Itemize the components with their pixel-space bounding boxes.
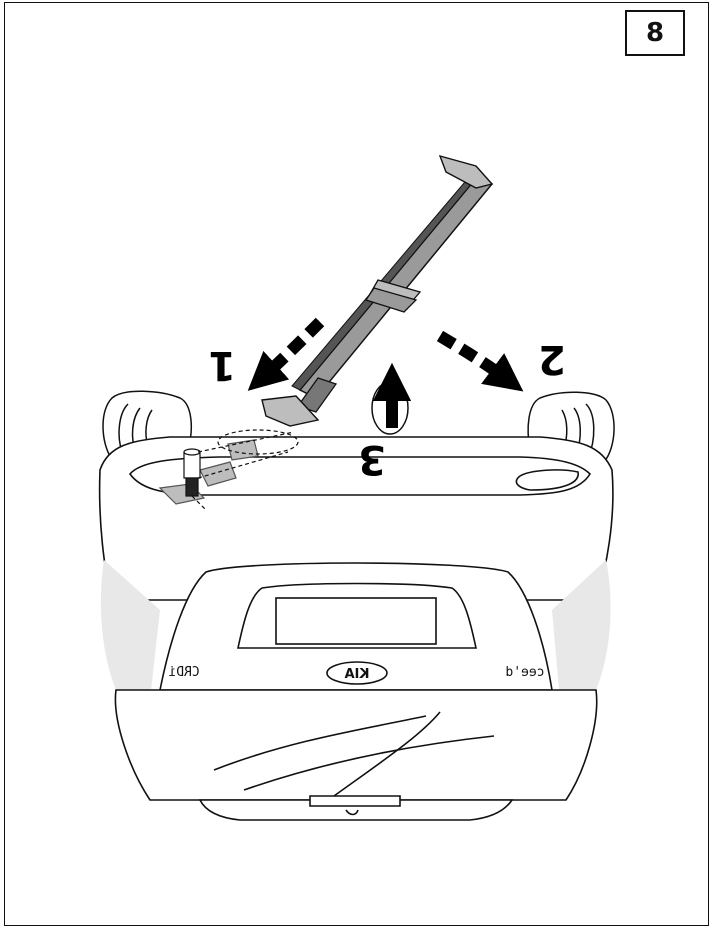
arrow-3 bbox=[371, 362, 412, 435]
step-number: 8 bbox=[645, 18, 665, 48]
kia-logo-text: KIA bbox=[345, 667, 370, 682]
callout-3: 3 bbox=[358, 436, 386, 482]
callout-2: 2 bbox=[538, 336, 566, 382]
roof-bar bbox=[261, 154, 494, 427]
kia-logo: KIA bbox=[326, 661, 388, 685]
step-number-box: 8 bbox=[625, 10, 685, 56]
arrow-2 bbox=[436, 330, 524, 392]
badge-left: CRDi bbox=[168, 665, 199, 680]
page-frame bbox=[4, 2, 709, 926]
arrow-1 bbox=[247, 317, 325, 391]
mounting-clamp bbox=[158, 429, 299, 511]
badge-right: cee'd bbox=[505, 665, 544, 680]
callout-1: 1 bbox=[208, 342, 236, 388]
